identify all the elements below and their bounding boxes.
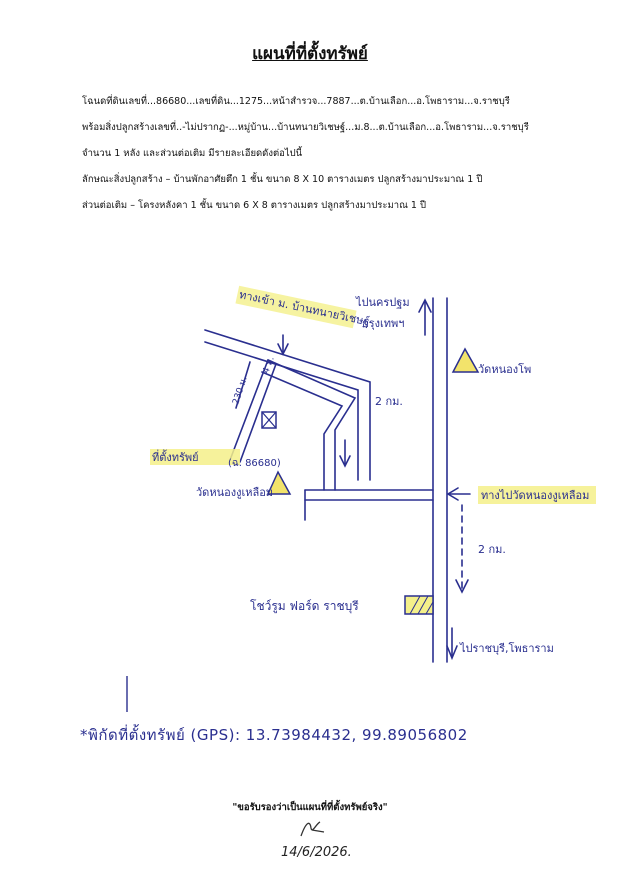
label-depth: 230 ม. <box>231 375 249 406</box>
label-width: 4 ม. <box>261 355 276 375</box>
temple-nong-ngu-icon <box>266 470 292 495</box>
quantity-line: จำนวน 1 หลัง และส่วนต่อเติม มีรายละเอียด… <box>82 148 303 159</box>
label-showroom: โชว์รูม ฟอร์ด ราชบุรี <box>250 599 359 614</box>
extension-line: ส่วนต่อเติม – โครงหลังคา 1 ชั้น ขนาด 6 X… <box>82 200 427 211</box>
label-temple-nong-ngu: วัดหนองงูเหลือม <box>196 486 273 499</box>
label-property: ที่ตั้งทรัพย์ <box>152 449 199 464</box>
page-title: แผนที่ที่ตั้งทรัพย์ <box>252 44 368 64</box>
label-to-bangkok: กรุงเทพฯ <box>362 317 404 330</box>
label-to-temple: ทางไปวัดหนองงูเหลือม <box>481 489 589 502</box>
date: 14/6/2026. <box>281 845 352 860</box>
building-info-line: พร้อมสิ่งปลูกสร้างเลขที่..-ไม่ปรากฏ-...ห… <box>82 122 529 133</box>
certification-text: "ขอรับรองว่าเป็นแผนที่ที่ตั้งทรัพย์จริง" <box>232 802 388 813</box>
temple-nong-pho-icon <box>451 347 480 373</box>
label-distance-2: 2 กม. <box>478 543 506 556</box>
label-deed: (ฉ. 86680) <box>228 458 281 469</box>
label-entrance: ทางเข้า ม. บ้านทนายวิเชษฐ์ <box>238 288 371 328</box>
signature-icon <box>300 821 325 837</box>
property-marker-icon <box>261 411 277 429</box>
gps-coordinates: *พิกัดที่ตั้งทรัพย์ (GPS): 13.73984432, … <box>80 723 468 747</box>
label-to-nakhon-pathom: ไปนครปฐม <box>355 296 410 309</box>
building-type-line: ลักษณะสิ่งปลูกสร้าง – บ้านพักอาศัยตึก 1 … <box>82 174 483 185</box>
gps-value: 13.73984432, 99.89056802 <box>245 726 468 744</box>
gps-label: *พิกัดที่ตั้งทรัพย์ (GPS): <box>80 726 241 744</box>
deed-info-line: โฉนดที่ดินเลขที่...86680...เลขที่ดิน...1… <box>82 96 510 107</box>
label-distance-1: 2 กม. <box>375 395 403 408</box>
label-to-ratchaburi: ไปราชบุรี,โพธาราม <box>459 641 554 655</box>
label-temple-nong-pho: วัดหนองโพ <box>478 362 531 376</box>
